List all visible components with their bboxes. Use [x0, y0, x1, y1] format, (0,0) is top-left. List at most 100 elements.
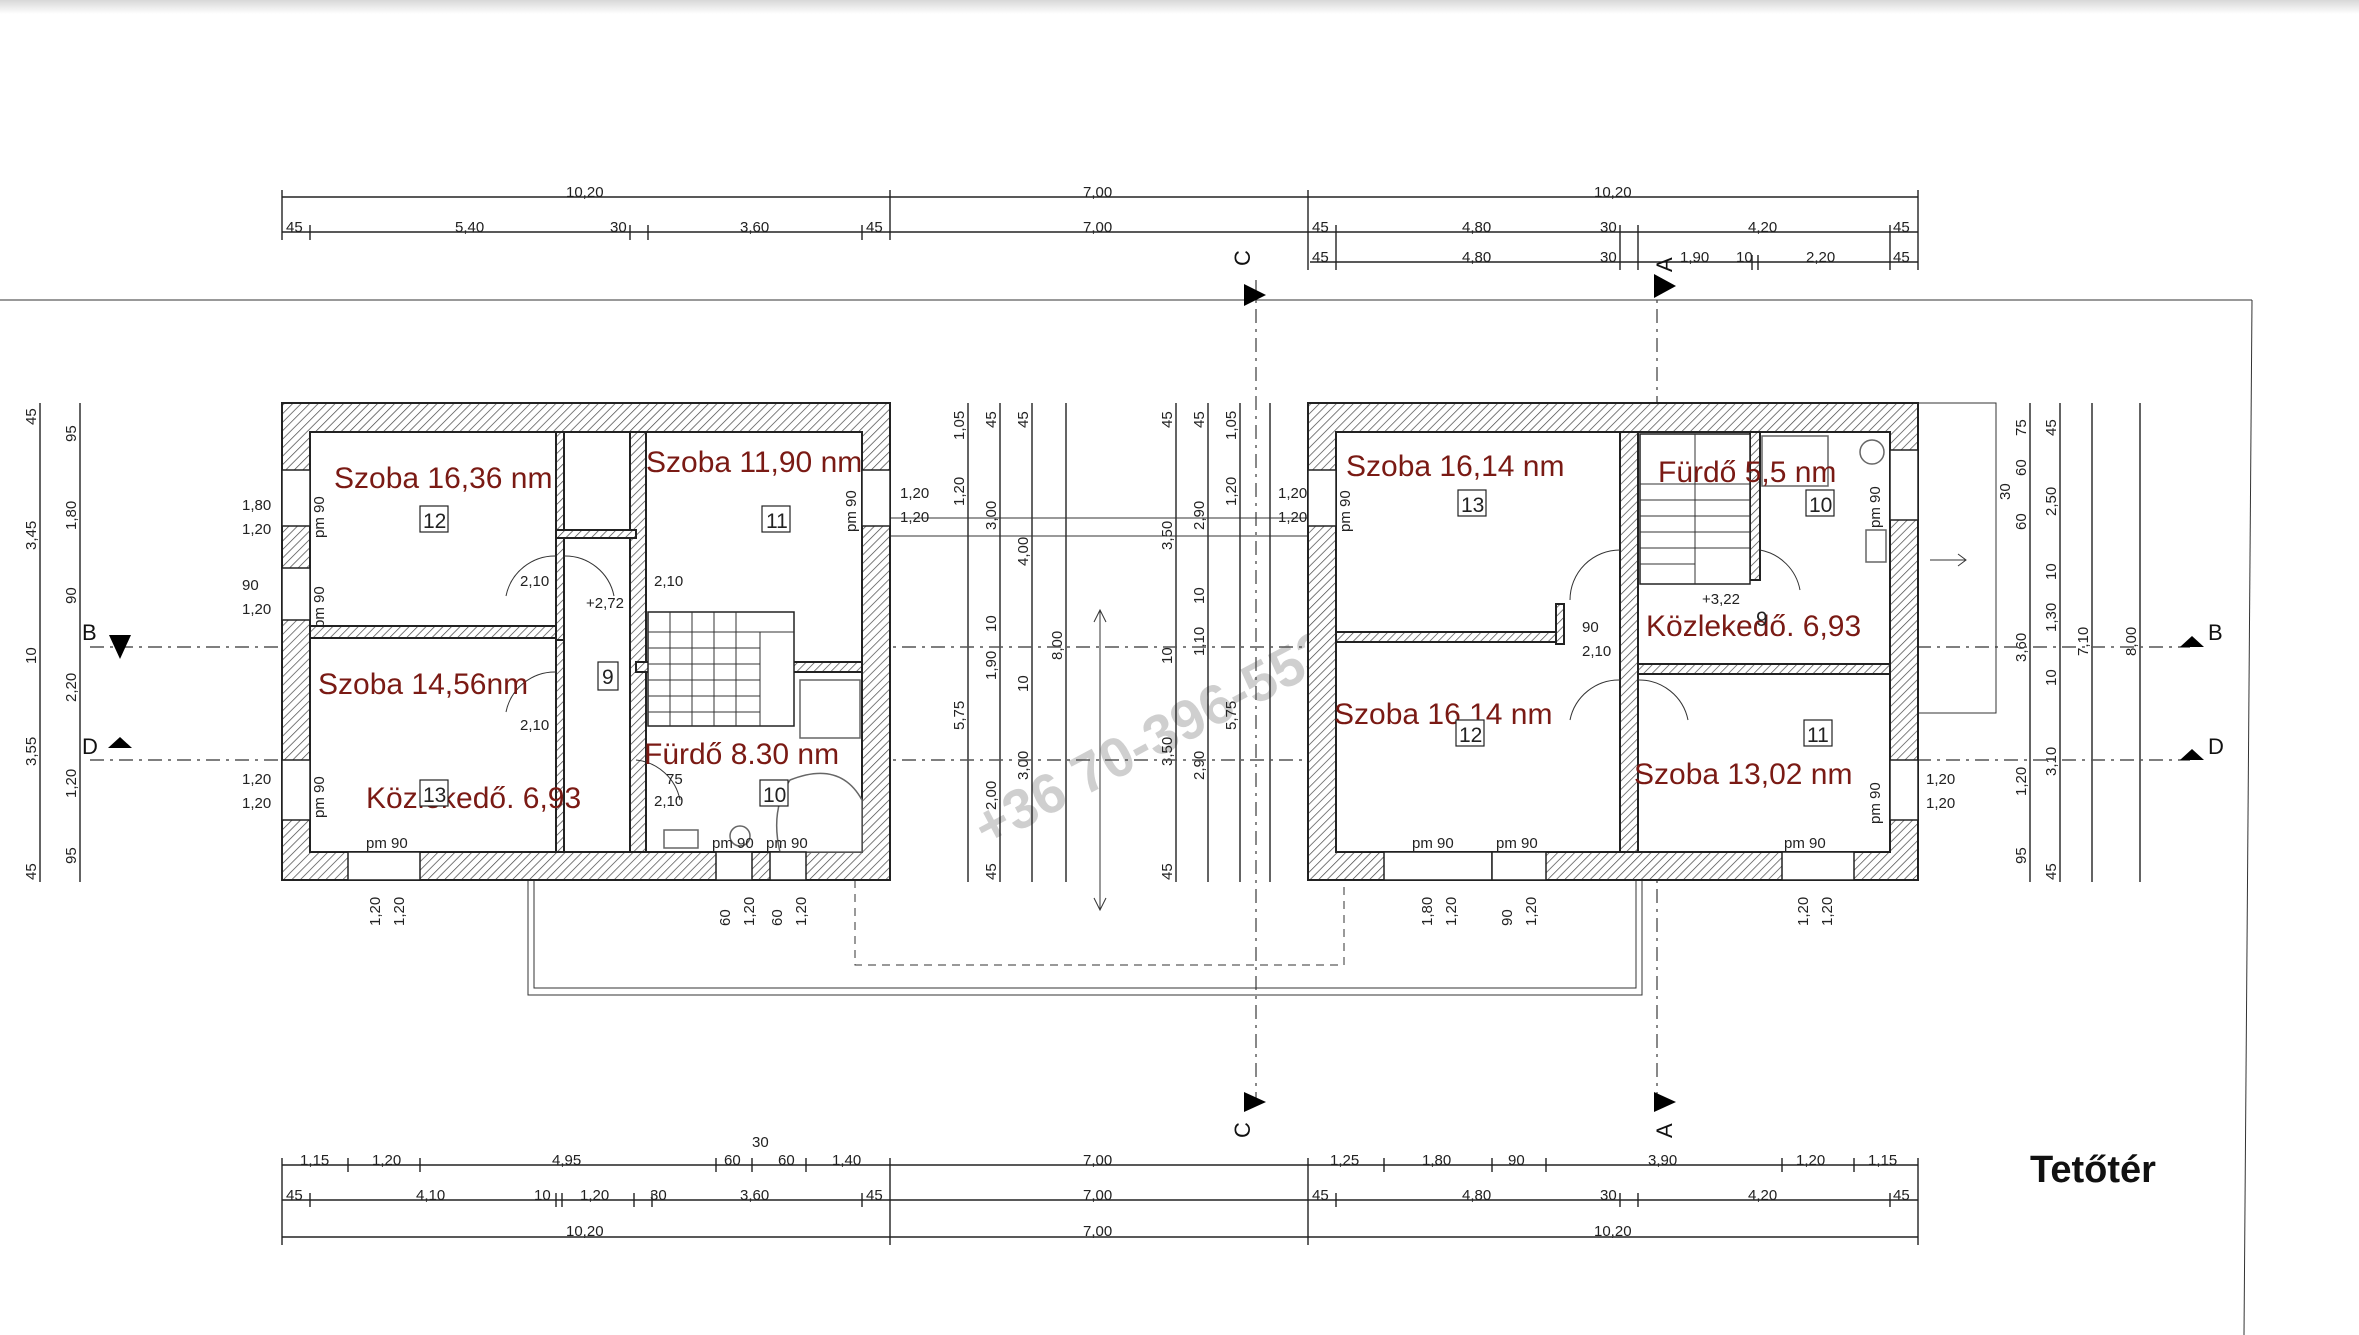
dim-label: 7,00 [1083, 1223, 1112, 1240]
window-dim: 1,20 [242, 601, 271, 618]
dim-label: 1,20 [63, 769, 80, 798]
top-dimension-row-2: 45 5,40 30 3,60 45 7,00 45 4,80 30 4,20 … [286, 219, 1910, 236]
level-mark: +2,72 [586, 595, 624, 612]
top-shadow-bar [0, 0, 2359, 14]
dim-label: 10 [1159, 647, 1176, 664]
section-label-a: A [1652, 257, 1677, 272]
dim-label: 3,10 [2043, 747, 2060, 776]
dim-label: 45 [286, 219, 303, 236]
dim-label: 3,50 [1159, 737, 1176, 766]
dim-label: 30 [1600, 1187, 1617, 1204]
section-label-d: D [82, 734, 98, 759]
dim-label: 95 [63, 425, 80, 442]
dim-label: 45 [983, 411, 1000, 428]
dim-label: 1,20 [951, 477, 968, 506]
dim-label: 45 [866, 219, 883, 236]
pm-label: pm 90 [1337, 490, 1354, 532]
dim-label: 4,20 [1748, 1187, 1777, 1204]
dim-label: 3,90 [1648, 1152, 1677, 1169]
dim-label: 45 [1312, 219, 1329, 236]
window-dim: 1,20 [1443, 897, 1460, 926]
left-unit: Szoba 16,36 nm 12 Szoba 11,90 nm 11 Szob… [242, 402, 929, 926]
window-dim: 1,80 [242, 497, 271, 514]
window-dim: 60 [717, 909, 734, 926]
window-dim: 1,20 [793, 897, 810, 926]
window-dim: 1,20 [1926, 771, 1955, 788]
section-label-d: D [2208, 734, 2224, 759]
dim-label: 5,75 [1223, 701, 1240, 730]
window-dim: 1,20 [1523, 897, 1540, 926]
dim-label: 45 [2043, 419, 2060, 436]
site-frame [0, 299, 2253, 1335]
window-dim: 1,20 [242, 521, 271, 538]
room-label: Szoba 13,02 nm [1634, 758, 1852, 791]
dim-label: 45 [286, 1187, 303, 1204]
top-dimension-row-3: 45 4,80 30 1,90 10 2,20 45 [1312, 249, 1910, 266]
dim-label: 45 [1893, 219, 1910, 236]
pm-label: pm 90 [766, 835, 808, 852]
section-label-b: B [2208, 620, 2223, 645]
dim-label: 1,20 [372, 1152, 401, 1169]
room-number: 12 [423, 510, 446, 533]
top-dimension-row-1: 10,20 7,00 10,20 [566, 184, 1632, 201]
door-swings-right [1569, 549, 1801, 721]
section-label-c: C [1230, 1122, 1255, 1138]
room-number: 11 [1807, 724, 1829, 747]
dim-label: 95 [63, 847, 80, 864]
dim-label: 5,40 [455, 219, 484, 236]
dim-label: 3,45 [23, 521, 40, 550]
dim-label: 95 [2013, 847, 2030, 864]
dim-label: 1,15 [300, 1152, 329, 1169]
section-label-a: A [1652, 1123, 1677, 1138]
dim-label: 7,00 [1083, 1152, 1112, 1169]
middle-right-dimension-column: 45 3,50 10 3,50 45 45 2,90 10 1,10 2,90 … [1159, 411, 1240, 880]
dim-label: 3,00 [1015, 751, 1032, 780]
dim-label: 3,60 [2013, 633, 2030, 662]
door-label: 75 [666, 771, 683, 788]
window-dim: 1,20 [1819, 897, 1836, 926]
pm-label: pm 90 [843, 490, 860, 532]
window-dim: 1,20 [900, 485, 929, 502]
dim-label: 45 [1159, 863, 1176, 880]
dim-label: 30 [1997, 483, 2014, 500]
dim-label: 3,60 [740, 1187, 769, 1204]
section-arrow-icon [2180, 749, 2204, 760]
pm-label: pm 90 [1784, 835, 1826, 852]
room-label: Szoba 16,36 nm [334, 462, 552, 495]
dim-label: 1,05 [1223, 411, 1240, 440]
top-dimension-lines [281, 190, 1919, 270]
window-dim: 1,20 [391, 897, 408, 926]
room-number: 11 [766, 510, 788, 533]
dim-label: 2,50 [2043, 487, 2060, 516]
room-label: Fürdő 5,5 nm [1658, 456, 1836, 489]
dim-label: 30 [610, 219, 627, 236]
staircase-left [647, 611, 795, 727]
dim-label: 7,00 [1083, 1187, 1112, 1204]
dim-label: 45 [23, 863, 40, 880]
dim-label: 8,00 [2123, 627, 2140, 656]
section-label-c: C [1230, 250, 1255, 266]
dim-label: 8,00 [1049, 631, 1066, 660]
pm-label: pm 90 [1867, 782, 1884, 824]
dim-label: 60 [724, 1152, 741, 1169]
dim-label: 10 [2043, 563, 2060, 580]
dim-label: 10 [1191, 587, 1208, 604]
dim-label: 7,00 [1083, 219, 1112, 236]
shower-icon [1761, 435, 1887, 563]
room-number: 13 [423, 784, 446, 807]
staircase-right [1639, 433, 1751, 585]
dim-label: 30 [1600, 249, 1617, 266]
room-label: Szoba 16,14 nm [1346, 450, 1564, 483]
room-number: 9 [602, 666, 614, 689]
dim-label: 45 [1893, 1187, 1910, 1204]
dim-label: 4,80 [1462, 219, 1491, 236]
pm-label: pm 90 [311, 776, 328, 818]
dim-label: 5,75 [951, 701, 968, 730]
window-dim: 1,20 [1278, 485, 1307, 502]
left-dimension-column: 45 3,45 10 3,55 45 95 1,80 90 2,20 1,20 … [23, 408, 80, 880]
dim-label: 10 [1736, 249, 1753, 266]
dim-label: 45 [23, 408, 40, 425]
middle-left-dimension-column: 1,05 1,20 5,75 45 3,00 10 1,90 2,00 45 4… [951, 411, 1066, 880]
dim-label: 4,00 [1015, 537, 1032, 566]
room-label: Közlekedő. 6,93 [1646, 610, 1861, 643]
